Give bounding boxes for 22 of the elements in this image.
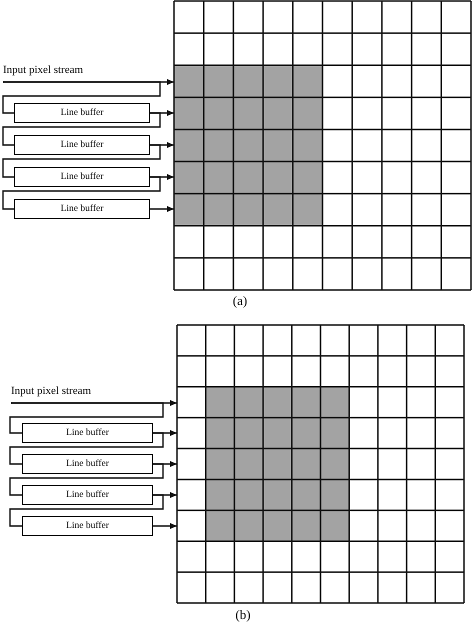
line-buffer-box: Line buffer <box>14 167 150 187</box>
stream-label: Input pixel stream <box>11 384 131 403</box>
arrow <box>150 206 174 212</box>
stream-label: Input pixel stream <box>3 63 123 82</box>
panel-caption: (b) <box>235 608 251 622</box>
connector-line <box>2 81 161 114</box>
panel-caption: (a) <box>232 294 248 308</box>
arrow <box>153 523 177 529</box>
line-buffer-box: Line buffer <box>14 135 150 155</box>
connector-line <box>2 112 161 146</box>
line-buffer-box: Line buffer <box>22 423 153 443</box>
connector-line <box>9 494 164 527</box>
connector-line <box>9 432 164 465</box>
line-buffer-box: Line buffer <box>22 485 153 505</box>
line-buffer-box: Line buffer <box>14 199 150 219</box>
connector-line <box>2 144 161 178</box>
line-buffer-box: Line buffer <box>22 516 153 536</box>
connector-line <box>9 463 164 496</box>
line-buffer-box: Line buffer <box>22 454 153 474</box>
connector-line <box>2 176 161 210</box>
connector-line <box>9 402 164 434</box>
line-buffer-box: Line buffer <box>14 103 150 123</box>
